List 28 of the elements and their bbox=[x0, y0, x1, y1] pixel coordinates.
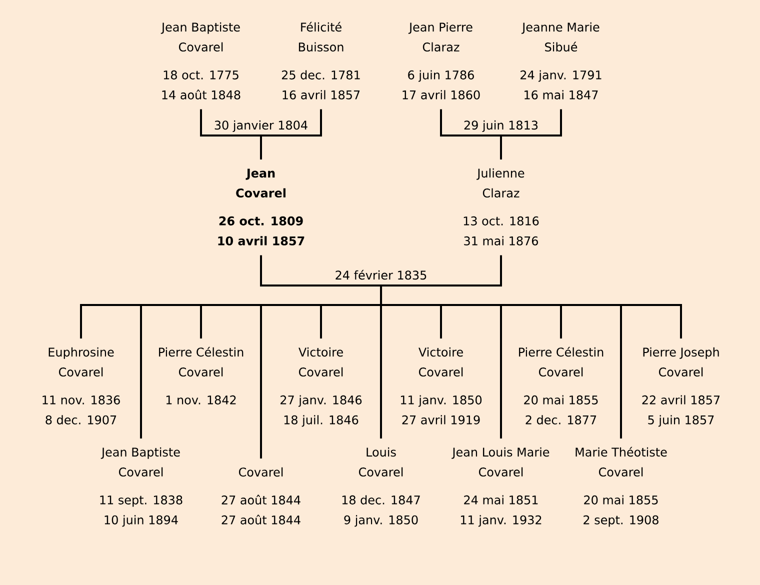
family-line bbox=[381, 255, 502, 286]
family-line bbox=[260, 255, 381, 286]
family-line bbox=[440, 109, 501, 136]
person-entry: Jeanne Marie Sibué 24 janv. 1791 16 mai 1847 bbox=[520, 22, 602, 100]
marriage-date: 29 juin 1813 bbox=[464, 120, 538, 132]
person-entry: Julienne Claraz 13 oct. 1816 31 mai 1876 bbox=[464, 168, 539, 246]
person-entry: Jean Pierre Claraz 6 juin 1786 17 avril 1860 bbox=[402, 22, 480, 100]
person-entry: Jean Louis Marie Covarel 24 mai 1851 11 janv. 1932 bbox=[452, 447, 550, 527]
person-entry: Louis Covarel 18 dec. 1847 9 janv. 1850 bbox=[342, 447, 420, 527]
family-line bbox=[260, 135, 262, 160]
person-entry: Jean Baptiste Covarel 18 oct. 1775 14 août 1848 bbox=[160, 22, 240, 100]
person-entry: Pierre Célestin Covarel 20 mai 1855 2 dec. 1877 bbox=[519, 346, 604, 424]
family-line bbox=[261, 109, 322, 136]
person-entry: Félicité Buisson 25 dec. 1781 16 avril 1857 bbox=[282, 22, 360, 100]
family-line bbox=[500, 135, 502, 160]
person-entry: Marie Théotiste Covarel 20 mai 1855 2 sept. 1908 bbox=[576, 446, 667, 527]
person-entry: Pierre Joseph Covarel 22 avril 1857 5 juin 1857 bbox=[642, 347, 720, 427]
marriage-date: 30 janvier 1804 bbox=[214, 120, 308, 132]
person-entry: Covarel 27 août 1844 27 août 1844 bbox=[222, 467, 300, 524]
person-entry: Euphrosine Covarel 11 nov. 1836 8 dec. 1907 bbox=[42, 347, 120, 424]
person-entry: Victoire Covarel 27 janv. 1846 18 juil. 1846 bbox=[280, 347, 362, 427]
family-line bbox=[501, 109, 562, 136]
family-line bbox=[200, 109, 261, 136]
marriage-date: 24 février 1835 bbox=[336, 270, 426, 280]
person-entry: Pierre Célestin Covarel 1 nov. 1842 bbox=[159, 346, 244, 404]
person-entry: Jean Baptiste Covarel 11 sept. 1838 10 juin 1894 bbox=[100, 447, 182, 527]
person-entry: Jean Covarel 26 oct. 1809 10 avril 1857 bbox=[218, 168, 304, 246]
person-entry: Victoire Covarel 11 janv. 1850 27 avril 1919 bbox=[400, 347, 482, 424]
